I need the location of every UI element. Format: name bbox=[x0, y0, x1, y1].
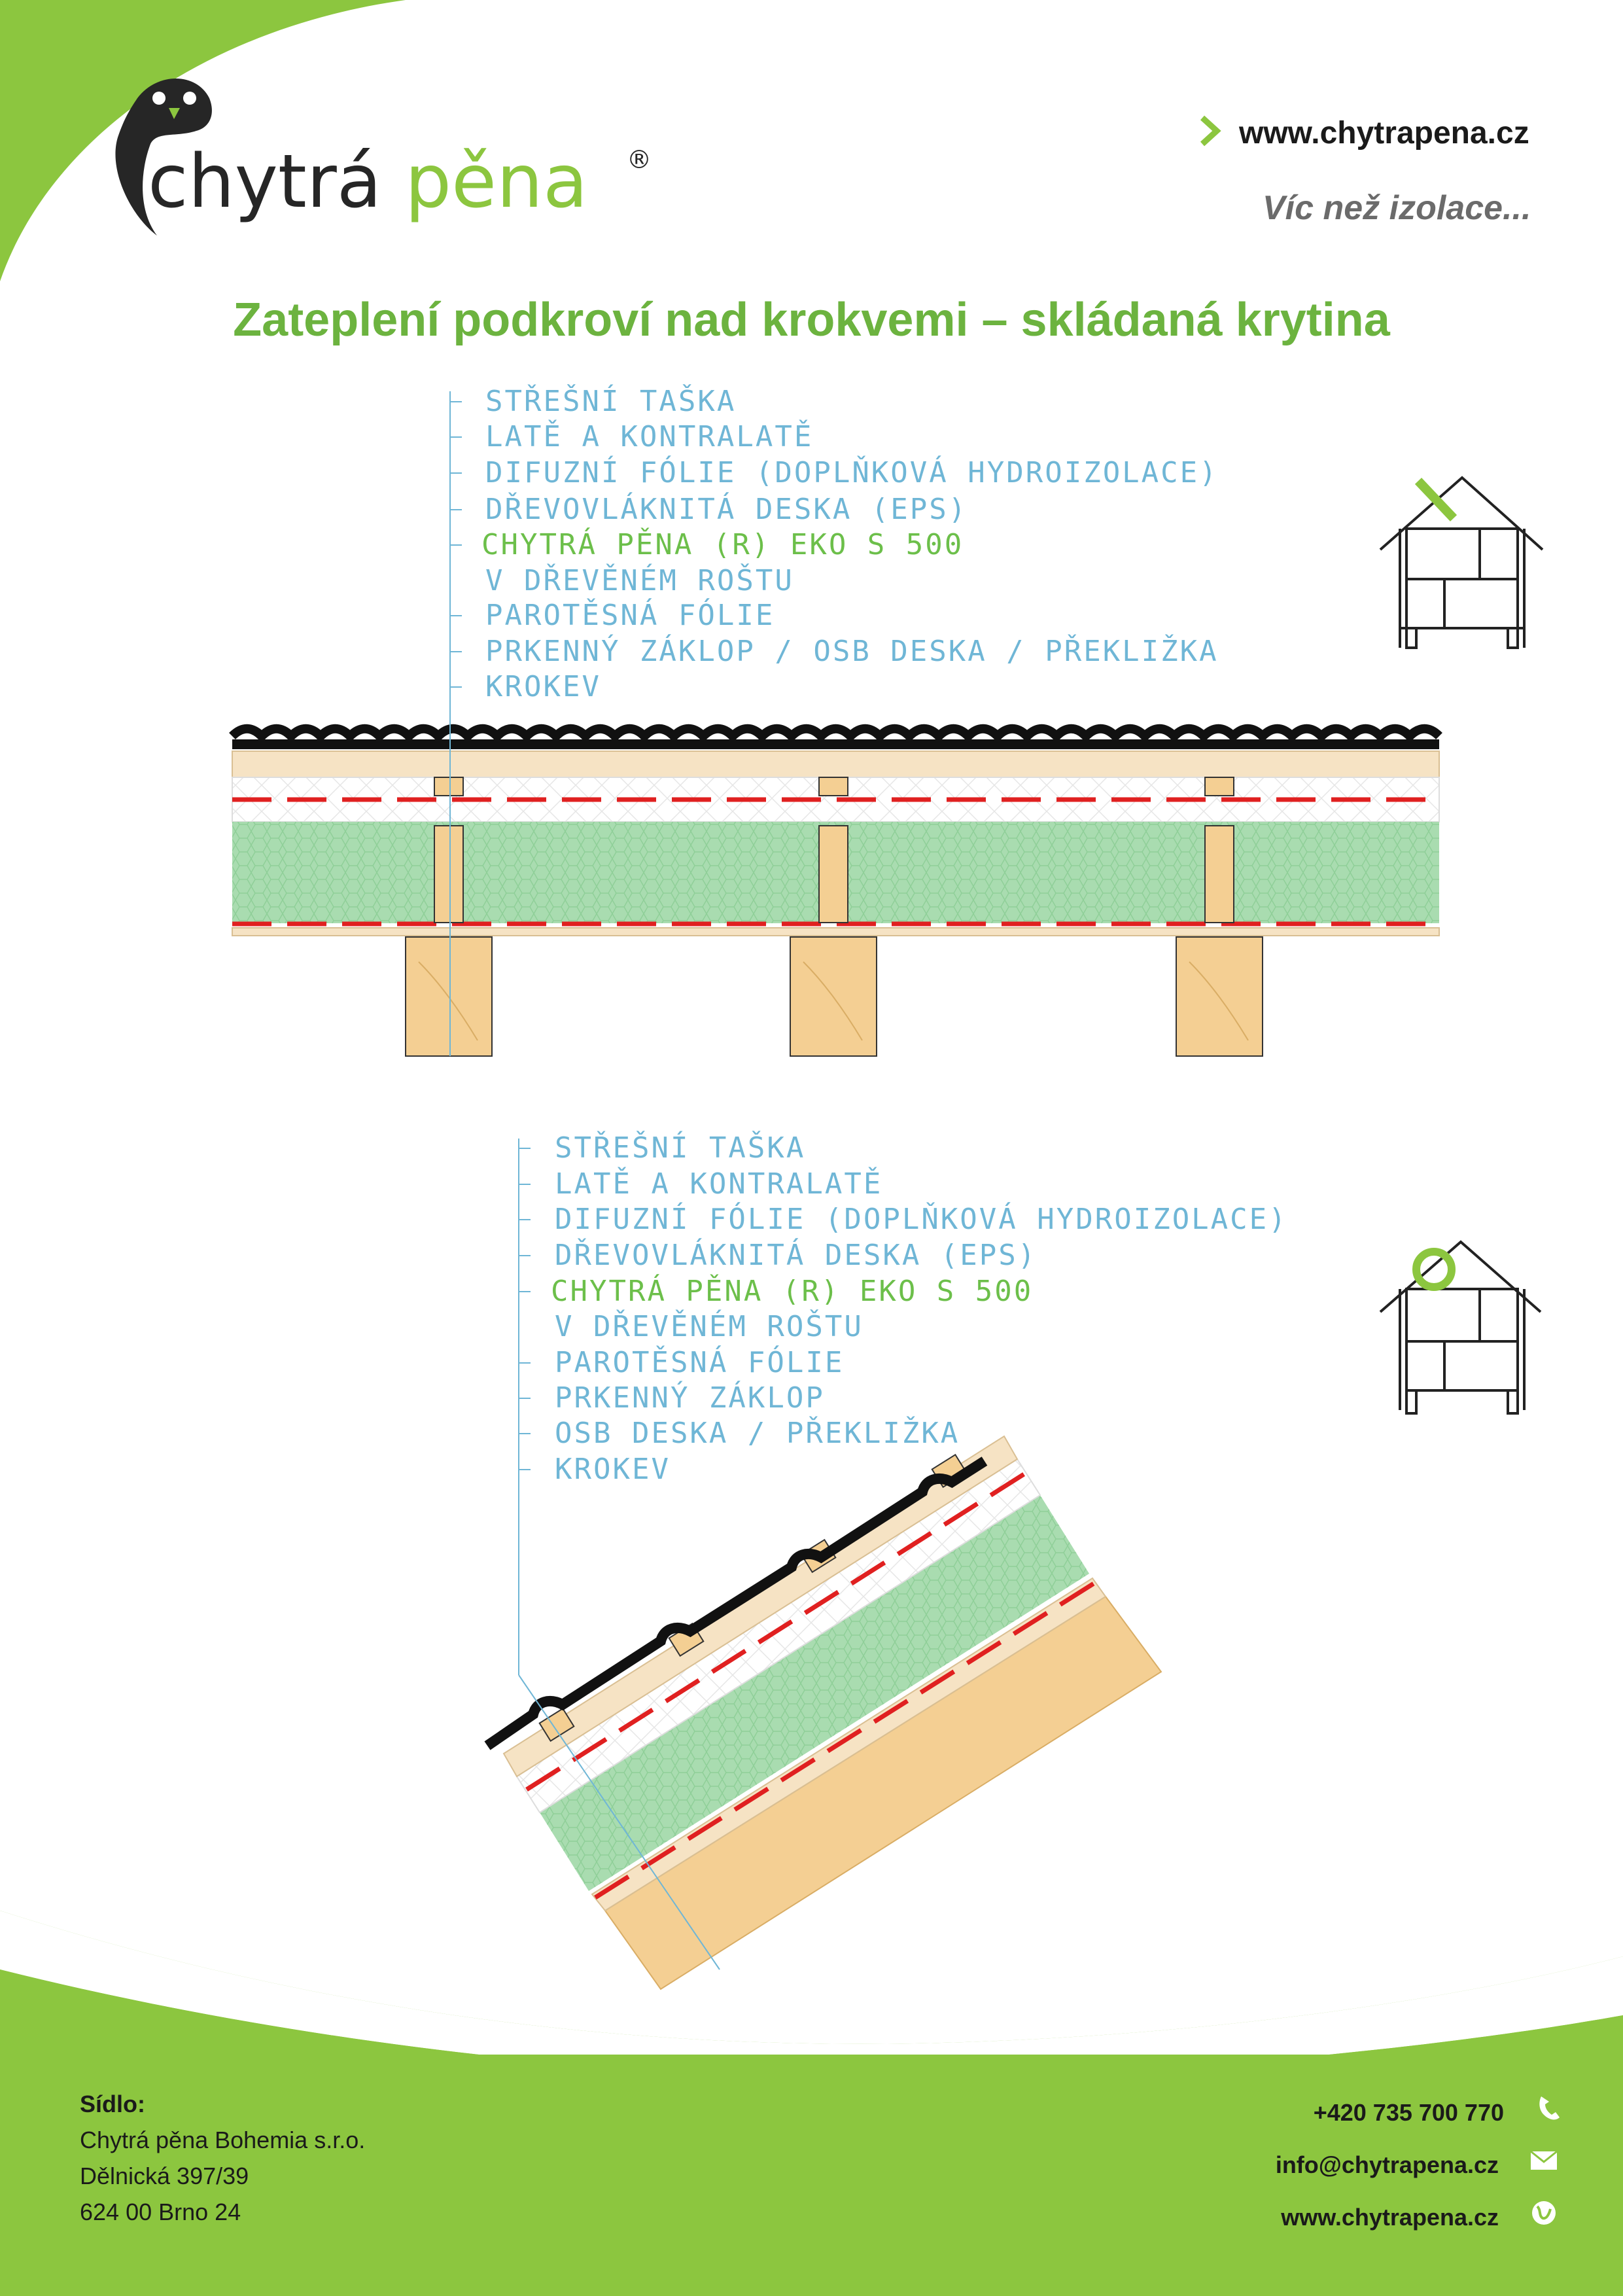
label-prkenny-zaklop: PRKENNÝ ZÁKLOP / OSB DESKA / PŘEKLIŽKA bbox=[485, 635, 1219, 668]
footer-web[interactable]: www.chytrapena.cz bbox=[1281, 2204, 1499, 2231]
label2-chytra-pena: CHYTRÁ PĚNA (R) EKO S 500 bbox=[551, 1275, 1034, 1308]
envelope-icon bbox=[1530, 2150, 1558, 2170]
logo-wordmark: chytrá pěna bbox=[148, 145, 588, 219]
label2-krokev: KROKEV bbox=[555, 1453, 671, 1486]
label2-parotesna-folie: PAROTĚSNÁ FÓLIE bbox=[555, 1346, 845, 1379]
label2-drevovlaknita-deska: DŘEVOVLÁKNITÁ DESKA (EPS) bbox=[555, 1239, 1038, 1272]
footer-city: 624 00 Brno 24 bbox=[80, 2199, 241, 2225]
label-chytra-pena: CHYTRÁ PĚNA (R) EKO S 500 bbox=[481, 528, 964, 561]
label2-prkenny-zaklop: PRKENNÝ ZÁKLOP bbox=[555, 1381, 825, 1415]
globe-icon bbox=[1532, 2201, 1556, 2225]
top-left-green-swoosh bbox=[0, 0, 406, 281]
label2-drevenem-rostu: V DŘEVĚNÉM ROŠTU bbox=[555, 1310, 864, 1343]
slogan: Víc než izolace... bbox=[1263, 189, 1531, 227]
phone-icon bbox=[1539, 2096, 1560, 2120]
header-website-link[interactable]: www.chytrapena.cz bbox=[1239, 116, 1529, 150]
footer-white-curve bbox=[0, 1911, 1623, 2078]
footer-company: Chytrá pěna Bohemia s.r.o. bbox=[80, 2127, 366, 2153]
label-late: LATĚ A KONTRALATĚ bbox=[485, 420, 814, 453]
footer-phone[interactable]: +420 735 700 770 bbox=[1313, 2099, 1504, 2126]
label2-difuzni-folie: DIFUZNÍ FÓLIE (DOPLŇKOVÁ HYDROIZOLACE) bbox=[555, 1203, 1288, 1236]
label-difuzni-folie: DIFUZNÍ FÓLIE (DOPLŇKOVÁ HYDROIZOLACE) bbox=[485, 456, 1219, 489]
footer-street: Dělnická 397/39 bbox=[80, 2163, 249, 2189]
page-title: Zateplení podkroví nad krokvemi – skláda… bbox=[233, 294, 1390, 346]
label-parotesna-folie: PAROTĚSNÁ FÓLIE bbox=[485, 599, 775, 632]
label2-osb-deska: OSB DESKA / PŘEKLIŽKA bbox=[555, 1417, 960, 1450]
footer-email[interactable]: info@chytrapena.cz bbox=[1275, 2151, 1499, 2178]
label-drevovlaknita-deska: DŘEVOVLÁKNITÁ DESKA (EPS) bbox=[485, 493, 968, 526]
logo-word-chytra: chytrá bbox=[148, 139, 406, 224]
registered-mark: ® bbox=[627, 145, 652, 174]
label-stresni-taska: STŘEŠNÍ TAŠKA bbox=[485, 385, 737, 418]
label2-late: LATĚ A KONTRALATĚ bbox=[555, 1167, 883, 1201]
logo-word-pena: pěna bbox=[405, 139, 588, 224]
label-krokev: KROKEV bbox=[485, 670, 601, 703]
label2-stresni-taska: STŘEŠNÍ TAŠKA bbox=[555, 1131, 806, 1165]
footer-hq-label: Sídlo: bbox=[80, 2091, 145, 2117]
label-drevenem-rostu: V DŘEVĚNÉM ROŠTU bbox=[485, 564, 794, 597]
